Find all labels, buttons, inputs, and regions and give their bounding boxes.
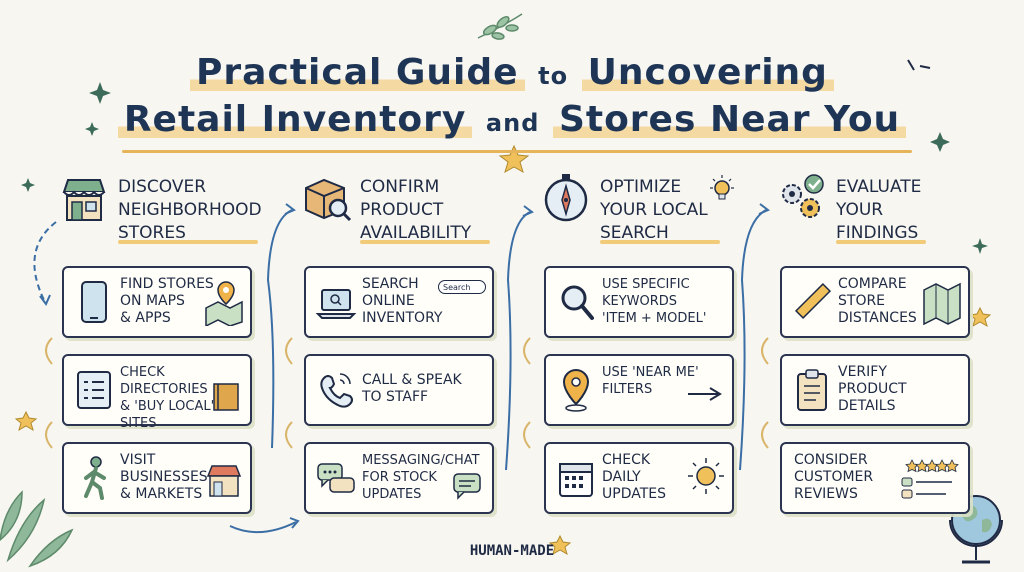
magnifier-icon <box>561 285 594 320</box>
column-evaluate: Evaluate your findings Compare store dis… <box>776 168 1016 528</box>
title-highlight <box>360 240 490 244</box>
compass-icon <box>544 174 588 222</box>
arrow-right-icon <box>688 387 722 401</box>
storefront-icon <box>206 465 242 497</box>
step-card[interactable]: Check daily updates <box>544 442 734 514</box>
gears-check-icon <box>782 174 824 218</box>
step-card[interactable]: Visit businesses & markets <box>62 442 252 514</box>
calendar-icon <box>559 463 593 497</box>
flow-arrows <box>33 203 770 534</box>
lightbulb-icon <box>710 175 734 200</box>
column-header: Confirm Product Availability <box>300 168 540 244</box>
walking-person-icon <box>84 456 106 500</box>
smartphone-icon <box>81 281 107 323</box>
title-highlight <box>118 240 258 244</box>
title-highlight <box>836 240 926 244</box>
step-text: Search online inventory <box>362 276 443 326</box>
storefront-icon <box>62 179 106 221</box>
step-card[interactable]: Use specific keywords 'item + model' <box>544 266 734 338</box>
sparkle-icon <box>21 82 988 254</box>
column-title: Discover Neighborhood Stores <box>118 177 262 243</box>
star-icon <box>14 410 38 432</box>
ruler-icon <box>794 282 832 320</box>
phone-icon <box>320 373 353 408</box>
step-card[interactable]: Find stores on maps & apps <box>62 266 252 338</box>
step-card[interactable]: Verify product details <box>780 354 970 426</box>
title-underline <box>122 150 912 153</box>
clipboard-icon <box>797 369 827 411</box>
step-text: Use 'near me' filters <box>602 365 699 397</box>
step-text: Compare store distances <box>838 276 917 326</box>
title-part: Retail Inventory <box>117 102 473 138</box>
step-card[interactable]: Messaging/chat for stock updates <box>304 442 494 514</box>
title-part: Uncovering <box>581 55 834 91</box>
map-pin-icon <box>205 281 243 326</box>
title-part: Stores Near You <box>552 102 907 138</box>
box-magnifier-icon <box>305 178 352 222</box>
step-card[interactable]: Use 'near me' filters <box>544 354 734 426</box>
book-icon <box>213 383 239 411</box>
column-title: Evaluate your findings <box>836 177 922 243</box>
card-connectors <box>45 337 769 449</box>
title-part: and <box>485 109 540 137</box>
chat-icon <box>453 473 481 500</box>
title-highlight <box>600 240 720 244</box>
step-text: Verify product details <box>838 364 907 414</box>
step-text: Visit businesses & markets <box>120 452 208 502</box>
title-part: Practical Guide <box>190 55 525 91</box>
column-confirm: Confirm Product Availability Search onli… <box>300 168 540 528</box>
step-text: Check directories & 'buy local' sites <box>120 365 215 431</box>
step-card[interactable]: Search online inventory Search <box>304 266 494 338</box>
column-discover: Discover Neighborhood Stores Find stores… <box>58 168 298 528</box>
location-pin-icon <box>562 368 590 412</box>
step-card[interactable]: Call & speak to staff <box>304 354 494 426</box>
step-text: Call & speak to staff <box>362 372 462 405</box>
list-icon <box>77 371 111 409</box>
laptop-icon <box>315 289 357 319</box>
step-text: Find stores on maps & apps <box>120 276 214 326</box>
map-icon <box>923 282 961 326</box>
column-optimize: Optimize your local search Use specific … <box>540 168 780 528</box>
star-icon <box>498 144 530 174</box>
column-header: Optimize your local search <box>540 168 780 244</box>
step-text: Use specific keywords 'item + model' <box>602 277 707 326</box>
page-title-line-1: Practical Guide to Uncovering <box>0 55 1024 91</box>
leaves-icon <box>0 490 74 568</box>
sun-icon <box>688 458 724 494</box>
star-icon <box>548 534 572 556</box>
step-text: Check daily updates <box>602 452 666 502</box>
footer-label: HUMAN-MADE <box>469 543 555 559</box>
column-title: Confirm Product Availability <box>360 177 472 243</box>
column-header: Discover Neighborhood Stores <box>58 168 298 244</box>
column-header: Evaluate your findings <box>776 168 1016 244</box>
title-part: to <box>538 62 569 90</box>
leaf-sprig-icon <box>477 13 523 40</box>
search-bar-label: Search <box>443 283 471 292</box>
chat-bubbles-icon <box>317 463 355 493</box>
page-title-line-2: Retail Inventory and Stores Near You <box>0 102 1024 138</box>
step-card[interactable]: Check directories & 'buy local' sites <box>62 354 252 431</box>
sparkle-lines <box>907 59 931 71</box>
step-text: Messaging/chat for stock updates <box>362 453 480 502</box>
step-card[interactable]: Consider customer reviews <box>780 442 970 514</box>
stars-icon <box>901 459 959 499</box>
column-title: Optimize your local search <box>600 177 708 243</box>
search-bar-icon: Search <box>438 280 486 294</box>
step-card[interactable]: Compare store distances <box>780 266 970 338</box>
step-text: Consider customer reviews <box>794 452 874 502</box>
star-icon <box>968 306 992 328</box>
